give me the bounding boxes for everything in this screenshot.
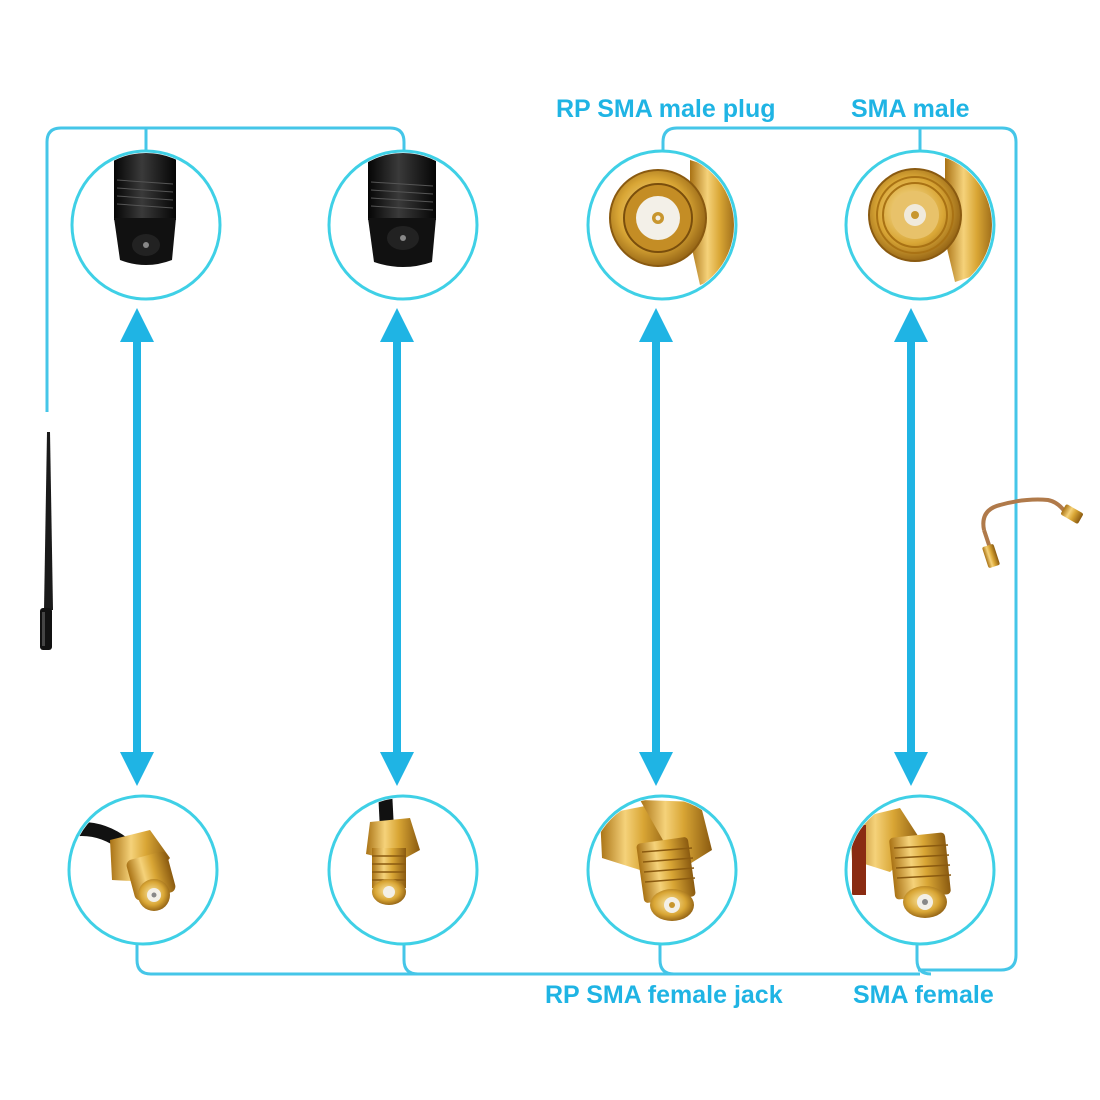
connector-circle-top-4 [844,149,996,301]
connector-circle-top-3 [586,149,738,301]
bracket-bottom-mid1 [402,945,419,976]
arrow-col-3 [639,308,673,786]
connector-circle-bottom-1 [67,794,219,946]
connector-circle-top-2 [327,149,479,301]
arrow-col-1 [120,308,154,786]
pigtail-cable-icon [981,497,1083,568]
connector-circle-bottom-4 [844,794,996,946]
arrow-col-4 [894,308,928,786]
bracket-top-left [45,126,406,412]
label-sma-female: SMA female [853,981,994,1009]
bracket-bottom-mid3 [915,945,932,976]
connector-circle-bottom-3 [586,794,738,946]
connector-circle-bottom-2 [327,794,479,946]
bracket-bottom-mid2 [658,945,675,976]
rubber-duck-antenna-icon [40,432,53,650]
double-headed-arrow-icon [120,308,928,786]
connector-circle-top-1 [70,149,222,301]
label-sma-male: SMA male [851,95,970,123]
label-rp-sma-female-jack: RP SMA female jack [545,981,783,1009]
bracket-top-right [661,126,1018,972]
arrow-col-2 [380,308,414,786]
bracket-bottom [135,945,920,976]
bracket-lines [45,126,1018,976]
label-rp-sma-male-plug: RP SMA male plug [556,95,776,123]
